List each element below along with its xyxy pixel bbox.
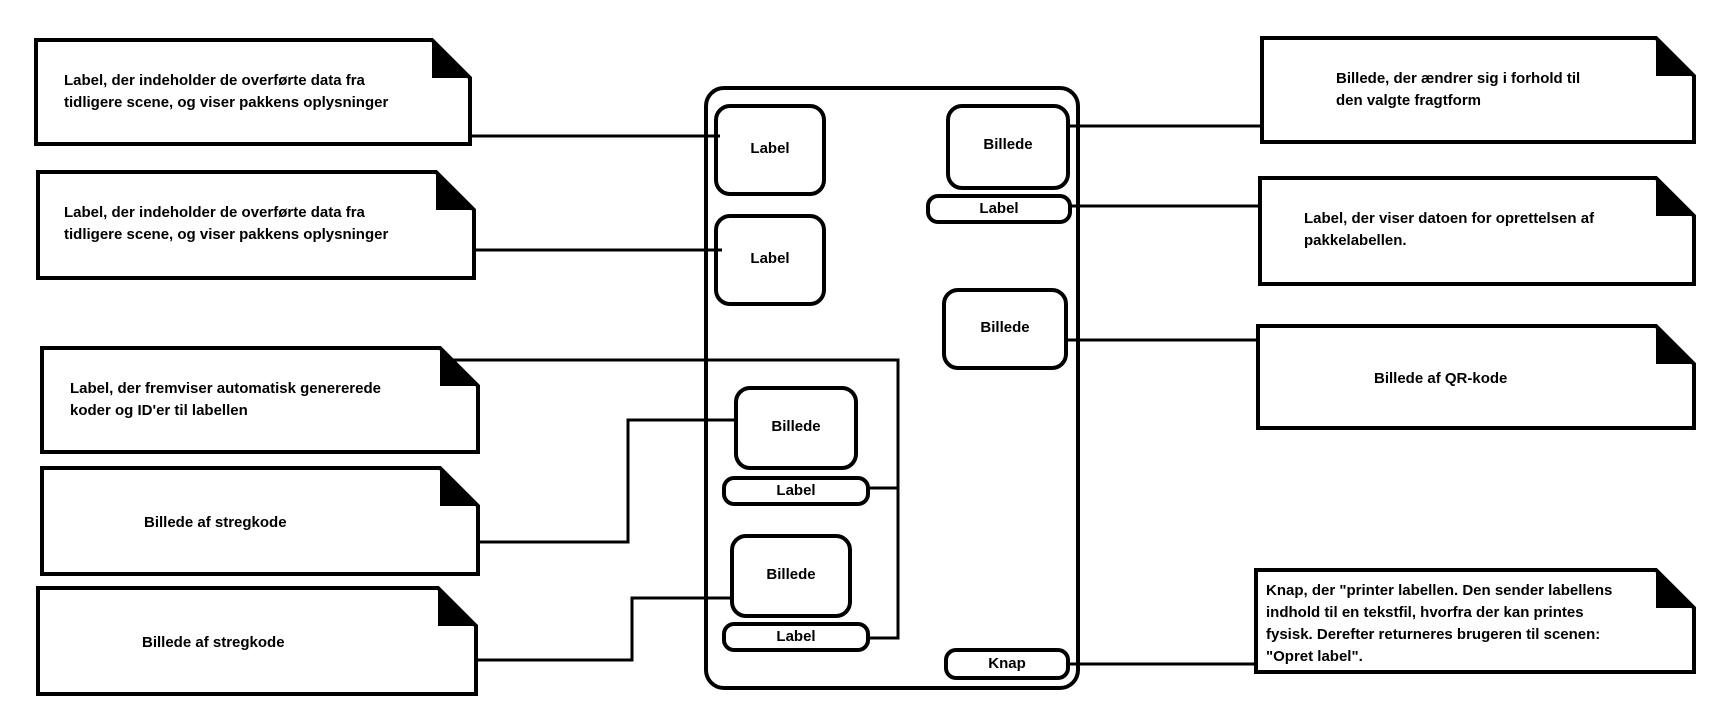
- comp-image-2: [942, 288, 1068, 370]
- component-button-text: Knap: [988, 655, 1026, 672]
- component-label-4-text: Label: [776, 482, 816, 499]
- component-label-1: Label: [716, 106, 824, 194]
- connector-left-3: [440, 358, 900, 640]
- note-right-4: Knap, der "printer labellen. Den sender …: [1256, 570, 1694, 672]
- note-left-1: Label, der indeholder de overførte data …: [36, 40, 470, 144]
- note-left-5-text: Billede af stregkode: [142, 634, 285, 651]
- comp-image-3: [734, 386, 858, 470]
- component-label-2: Label: [716, 216, 824, 304]
- note-shape-right-2: [1258, 176, 1696, 286]
- note-left-3-text: Label, der fremviser automatisk generere…: [70, 380, 381, 419]
- component-image-2-text: Billede: [980, 319, 1030, 336]
- note-right-1: Billede, der ændrer sig i forhold til de…: [1262, 38, 1694, 142]
- note-shape-left-2: [36, 170, 476, 280]
- comp-image-4: [730, 534, 852, 618]
- component-image-1: Billede: [948, 106, 1068, 188]
- note-left-3: Label, der fremviser automatisk generere…: [42, 348, 478, 452]
- note-right-2: Label, der viser datoen for oprettelsen …: [1260, 178, 1694, 284]
- comp-label-1: [714, 104, 826, 196]
- note-left-4: Billede af stregkode: [42, 468, 478, 574]
- connector-lines: [440, 124, 1262, 666]
- component-image-1-text: Billede: [983, 136, 1033, 153]
- component-label-5-text: Label: [776, 628, 816, 645]
- component-shapes: [714, 104, 1072, 680]
- component-label-2-text: Label: [750, 250, 790, 267]
- note-right-3: Billede af QR-kode: [1258, 326, 1694, 428]
- note-right-1-text: Billede, der ændrer sig i forhold til de…: [1336, 70, 1581, 109]
- note-left-2: Label, der indeholder de overførte data …: [38, 172, 474, 278]
- connector-left-5: [476, 596, 732, 662]
- screen-frame: [704, 86, 1080, 690]
- note-right-2-text: Label, der viser datoen for oprettelsen …: [1304, 210, 1595, 249]
- note-shape-left-3: [40, 346, 480, 454]
- component-image-4-text: Billede: [766, 566, 816, 583]
- note-left-1-text: Label, der indeholder de overførte data …: [64, 72, 389, 111]
- note-shape-right-4: [1254, 568, 1696, 674]
- note-right-4-text: Knap, der "printer labellen. Den sender …: [1266, 582, 1613, 665]
- component-label-1-text: Label: [750, 140, 790, 157]
- component-image-3: Billede: [736, 388, 856, 468]
- component-label-5: Label: [724, 624, 868, 650]
- component-label-3: Label: [928, 196, 1070, 222]
- component-image-4: Billede: [732, 536, 850, 616]
- component-button: Knap: [946, 650, 1068, 678]
- component-image-2: Billede: [944, 290, 1066, 368]
- component-label-3-text: Label: [979, 200, 1019, 217]
- left-note-shapes: [34, 38, 480, 696]
- note-shape-right-3: [1256, 324, 1696, 430]
- note-left-2-text: Label, der indeholder de overførte data …: [64, 204, 389, 243]
- right-note-folds: [1656, 38, 1694, 608]
- comp-label-2: [714, 214, 826, 306]
- comp-label-4: [722, 476, 870, 506]
- component-image-3-text: Billede: [771, 418, 821, 435]
- component-label-4: Label: [724, 478, 868, 504]
- note-shape-left-4: [40, 466, 480, 576]
- comp-label-3: [926, 194, 1072, 224]
- note-shape-left-1: [34, 38, 472, 146]
- comp-image-1: [946, 104, 1070, 190]
- connector-left-4: [478, 418, 736, 544]
- note-left-4-text: Billede af stregkode: [144, 514, 287, 531]
- note-left-5: Billede af stregkode: [38, 588, 476, 694]
- note-right-3-text: Billede af QR-kode: [1374, 370, 1508, 387]
- right-note-shapes: [1254, 36, 1696, 674]
- left-note-folds: [432, 40, 478, 626]
